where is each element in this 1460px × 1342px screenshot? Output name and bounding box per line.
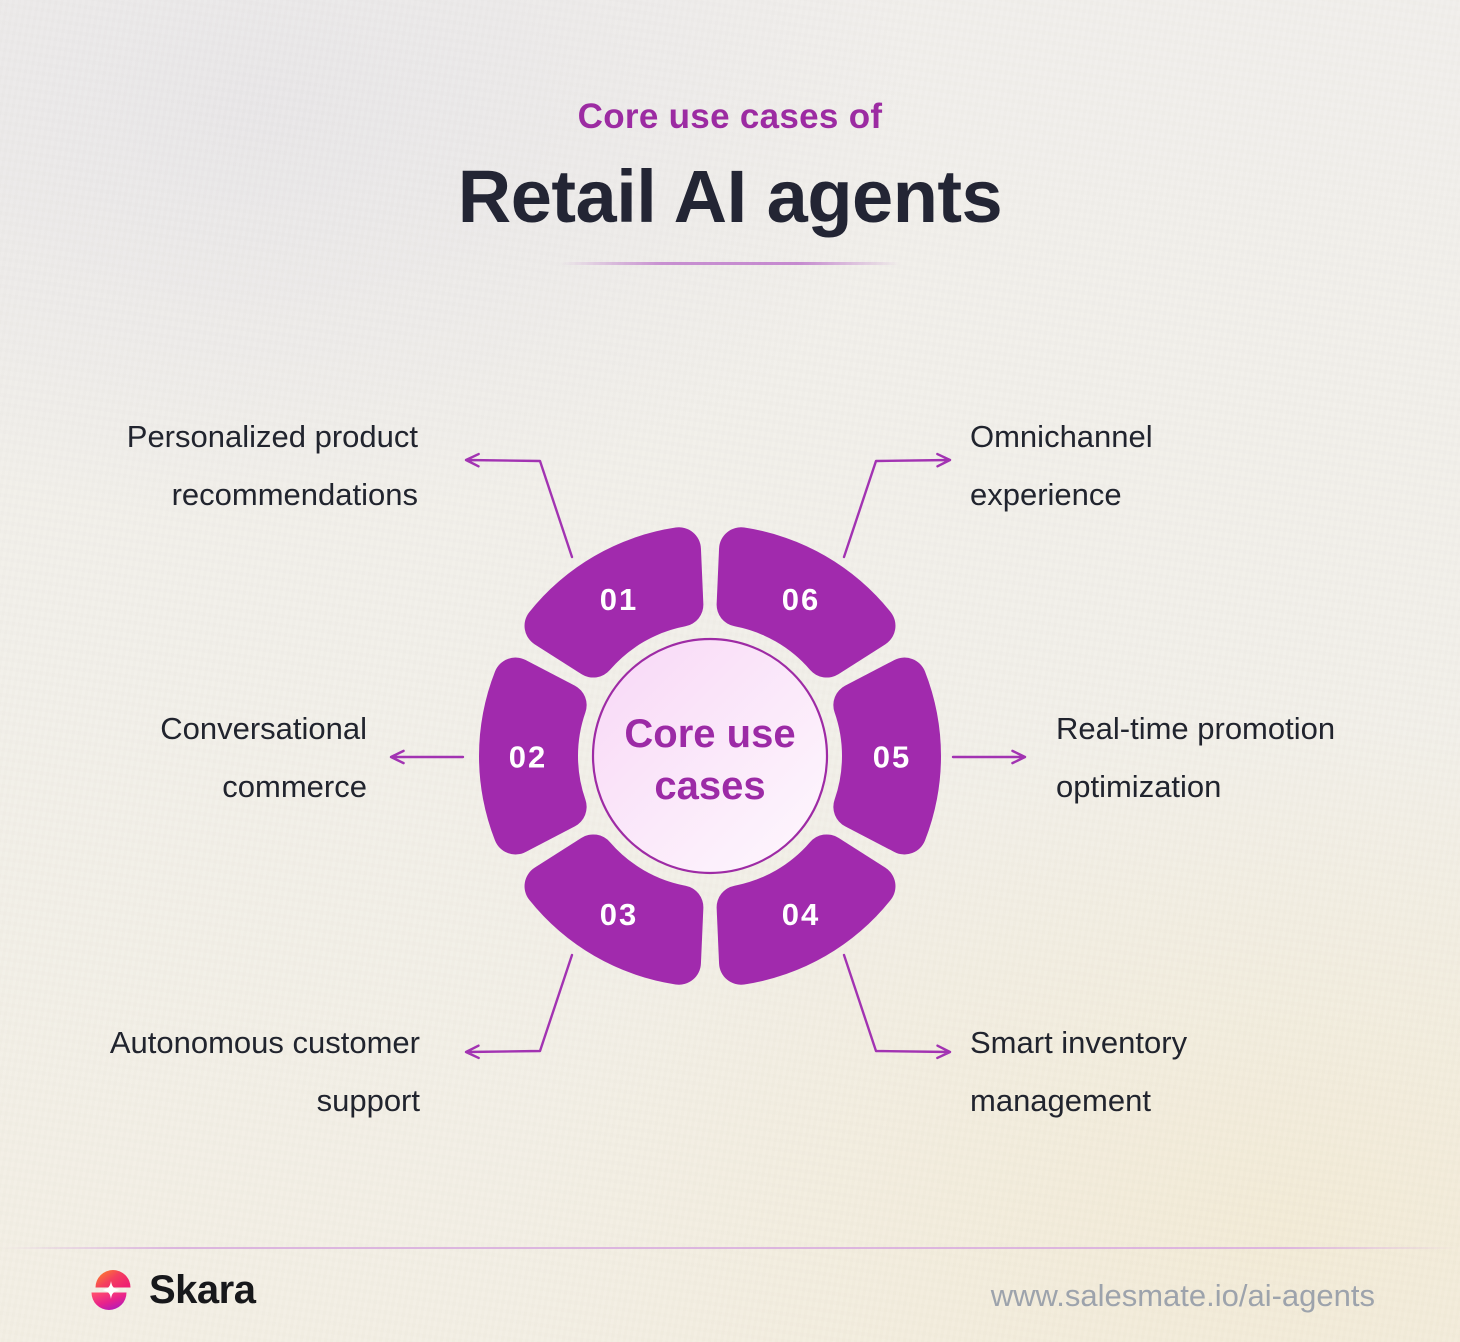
label-line: recommendations [171,477,418,512]
footer-url: www.salesmate.io/ai-agents [990,1278,1375,1313]
label-line: Conversational [160,711,367,746]
center-label-line1: Core use [624,712,795,756]
label-line: Personalized product [126,419,418,454]
segment-05 [833,657,941,855]
label-line: commerce [222,769,367,804]
connector-02-arrow [389,749,465,765]
connector-01-arrow [464,452,574,559]
label-autonomous-customer-support: Autonomous customer support [110,1014,420,1130]
header: Core use cases of Retail AI agents [0,0,1460,265]
label-omnichannel-experience: Omnichannel experience [970,408,1153,524]
sparkle-icon [102,1281,120,1299]
center-label-line2: cases [654,764,765,808]
segment-04 [716,834,896,985]
label-line: Omnichannel [970,419,1153,454]
segment-06 [716,527,896,678]
label-line: optimization [1056,769,1222,804]
segment-02-number: 02 [509,740,547,775]
page-title: Retail AI agents [457,155,1003,238]
segment-03-number: 03 [600,897,638,932]
connector-05-arrow [951,749,1027,765]
label-line: management [970,1083,1151,1118]
brand-name: Skara [149,1267,256,1312]
segment-numbers: 01 02 03 04 05 06 [509,582,911,932]
logo-bottom-half [91,1292,127,1310]
footer-divider [0,1247,1460,1249]
label-line: Autonomous customer [109,1025,420,1060]
connector-arrows [389,452,1027,1060]
center-circle [591,637,829,875]
label-line: Real-time promotion [1056,711,1336,746]
title-divider [560,262,900,265]
logo-top-half [95,1270,131,1288]
label-line: support [316,1083,420,1118]
brand-logo: Skara [85,1266,256,1314]
label-conversational-commerce: Conversational commerce [160,700,367,816]
connector-04-arrow [842,953,952,1060]
skara-logo-icon [91,1270,131,1310]
title-eyebrow: Core use cases of [577,97,883,136]
label-real-time-promotion-optimization: Real-time promotion optimization [1056,700,1335,816]
label-smart-inventory-management: Smart inventory management [970,1014,1187,1130]
segment-01 [524,527,704,678]
label-personalized-product-recommendations: Personalized product recommendations [127,408,418,524]
connector-03-arrow [464,953,574,1060]
wheel-segments [479,527,941,985]
segment-06-number: 06 [782,582,820,617]
segment-01-number: 01 [600,582,638,617]
segment-04-number: 04 [782,897,820,932]
label-line: experience [970,477,1122,512]
connector-06-arrow [842,452,952,559]
segment-05-number: 05 [873,740,911,775]
label-line: Smart inventory [970,1025,1188,1060]
segment-02 [479,657,587,855]
segment-03 [524,834,704,985]
